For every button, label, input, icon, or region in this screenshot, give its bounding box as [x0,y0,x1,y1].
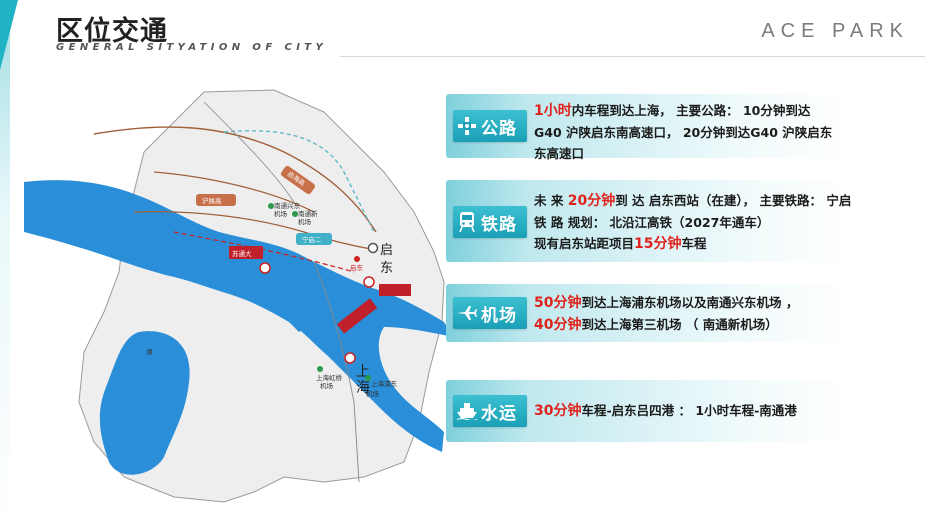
ship-icon [453,395,481,427]
route-tag-huling-text: 沪陕高 [202,196,222,205]
airport-marker [292,211,298,217]
project-tag [379,284,411,296]
shanghai-marker [344,352,356,364]
airport-text-line1: 50分钟到达上海浦东机场以及南通兴东机场 ， [534,295,799,311]
qidong-marker [363,276,375,288]
location-map: 沪陕高 启海高 宁启二 苏通大 南通兴东 机场 南通新 机场 启 东 启东 上 … [24,89,454,503]
route-tag-qihai [280,165,316,195]
road-text-line3: 东高速口 [534,146,585,161]
route-tag-ningqi [296,233,332,245]
map-label-hongqiao2: 机场 [320,381,334,390]
map-label-xingdong: 南通兴东 [274,201,301,210]
airport-marker [317,366,323,372]
airport-badge: 机场 [453,297,527,329]
road-text-line2: G40 沪陕启东南高速口， 20分钟到达G40 沪陕启东 [534,125,833,140]
map-label-hu: 湖 [146,347,153,356]
route-tag-ningqi-text: 宁启二 [302,235,322,244]
road-card: 公路 1小时内车程到达上海， 主要公路： 10分钟到达 G40 沪陕启东南高速口… [446,94,850,161]
tunnel-tag [336,298,378,334]
brand-logo: ACE PARK [761,20,909,42]
map-label-nantongxin2: 机场 [298,217,312,226]
airport-marker [365,375,371,381]
rail-line [203,101,295,203]
bridge-tag-sutong [229,246,263,259]
road-line [153,171,315,213]
water-card: 水运 30分钟车程-启东吕四港 ： 1小时车程-南通港 [446,380,850,442]
airport-text: 50分钟到达上海浦东机场以及南通兴东机场 ， 40分钟到达上海第三机场 （ 南通… [534,292,798,336]
map-label-dong: 东 [380,261,393,276]
rail-badge: 铁路 [453,206,527,238]
qidong-station-marker [367,242,379,254]
road-badge: 公路 [453,110,527,142]
map-label-qi: 启 [380,243,393,258]
airport-card: 机场 50分钟到达上海浦东机场以及南通兴东机场 ， 40分钟到达上海第三机场 （… [446,284,850,342]
bridge-tag-sutong-text: 苏通大 [232,249,252,258]
route-tag-huling [196,194,236,206]
train-icon [453,206,481,238]
lake [99,331,190,475]
project-marker [354,256,360,262]
rail-text: 未 来 20分钟到 达 启东西站（在建）， 主要铁路： 宁启 铁 路 规划： 北… [534,190,851,255]
bridge-marker [259,262,271,274]
map-label-hai: 海 [356,380,370,396]
corner-accent [0,0,18,70]
water-badge-label: 水运 [481,403,517,424]
airport-marker [268,203,274,209]
road-text-line1: 1小时内车程到达上海， 主要公路： 10分钟到达 [534,103,811,119]
rail-text-line3: 现有启东站距项目15分钟车程 [534,236,707,252]
road-line [133,211,377,251]
road-line [313,261,360,483]
road-line [93,126,377,233]
water-text-line1: 30分钟车程-启东吕四港 ： 1小时车程-南通港 [534,403,797,419]
highway-icon [453,110,481,142]
water-text: 30分钟车程-启东吕四港 ： 1小时车程-南通港 [534,400,797,422]
river-branch [289,298,369,332]
map-label-nantongxin: 南通新 [298,209,318,218]
page-subtitle: GENERAL SITYATION OF CITY [56,42,328,53]
page-title: 区位交通 [56,16,168,47]
rail-badge-label: 铁路 [481,214,517,235]
rail-text-line1: 未 来 20分钟到 达 启东西站（在建）， 主要铁路： 宁启 [534,193,852,209]
rail-line [223,130,375,233]
airplane-icon [453,297,481,329]
rail-text-line2: 铁 路 规划： 北沿江高铁（2027年通车） [534,215,770,230]
rail-card: 铁路 未 来 20分钟到 达 启东西站（在建）， 主要铁路： 宁启 铁 路 规划… [446,180,851,262]
yangtze-river [24,180,454,453]
road-badge-label: 公路 [481,118,517,139]
map-label-qidong-small: 启东 [350,263,364,272]
water-badge: 水运 [453,395,527,427]
road-text: 1小时内车程到达上海， 主要公路： 10分钟到达 G40 沪陕启东南高速口， 2… [534,100,832,164]
map-label-pudong: 上海浦东 [371,379,398,388]
map-label-hongqiao: 上海虹桥 [316,373,343,382]
airport-text-line2: 40分钟到达上海第三机场 （ 南通新机场） [534,317,778,333]
header-divider [340,56,925,57]
map-label-xingdong2: 机场 [274,209,288,218]
airport-badge-label: 机场 [481,305,517,326]
map-label-pudong2: 机场 [366,389,380,398]
left-edge-accent [0,0,10,530]
